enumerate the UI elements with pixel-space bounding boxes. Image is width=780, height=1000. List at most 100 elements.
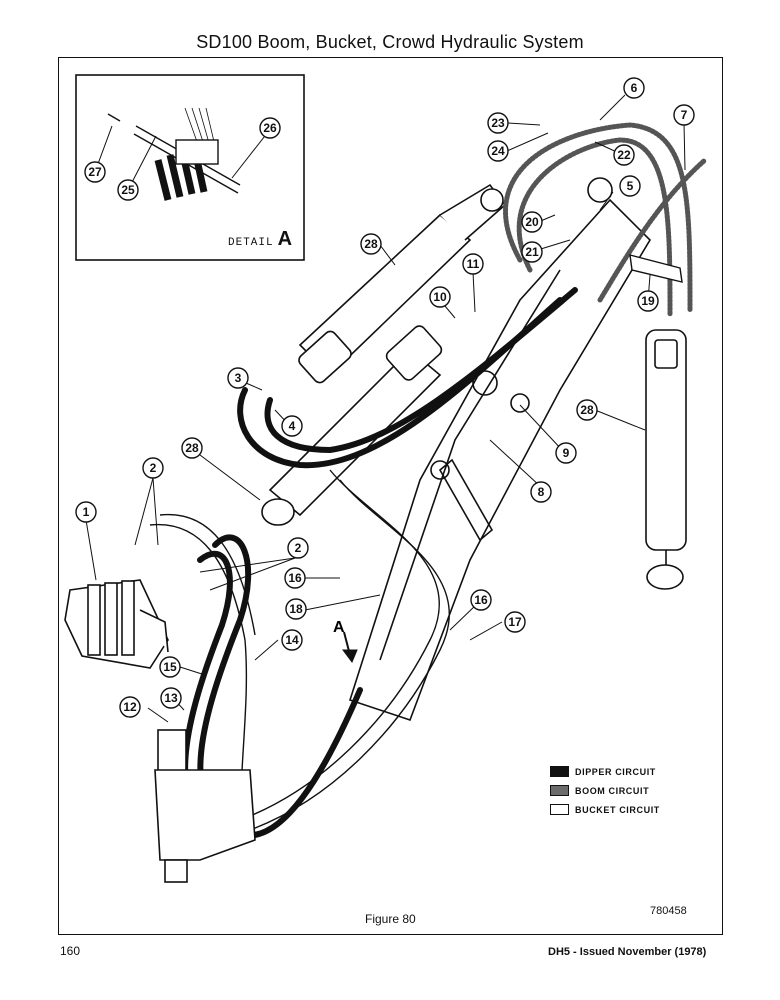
callout-8-label: 8 — [538, 485, 545, 499]
page-title: SD100 Boom, Bucket, Crowd Hydraulic Syst… — [196, 32, 584, 52]
callout-19-label: 19 — [641, 294, 655, 308]
detail-letter: A — [277, 228, 294, 250]
legend-swatch-dipper — [550, 766, 569, 777]
callout-26-label: 26 — [263, 121, 277, 135]
callouts — [75, 77, 695, 718]
callout-6 — [623, 77, 645, 99]
callout-7 — [673, 104, 695, 126]
callout-24 — [487, 140, 509, 162]
detail-word: DETAIL — [228, 237, 274, 249]
callout-27 — [84, 161, 106, 183]
callout-28a — [360, 233, 382, 255]
callout-25-label: 25 — [121, 183, 135, 197]
legend-item-dipper: DIPPER CIRCUIT — [550, 762, 660, 781]
legend-label-dipper: DIPPER CIRCUIT — [575, 766, 656, 777]
leader-lines — [85, 94, 686, 723]
callout-18 — [285, 598, 307, 620]
callout-11 — [462, 253, 484, 275]
callout-17 — [504, 611, 526, 633]
callout-8 — [530, 481, 552, 503]
callout-28c-label: 28 — [580, 403, 594, 417]
callout-13 — [160, 687, 182, 709]
callout-17-label: 17 — [508, 615, 522, 629]
issue-note: DH5 - Issued November (1978) — [548, 946, 707, 958]
callout-20 — [521, 211, 543, 233]
cylinder-right — [645, 329, 687, 590]
swing-post — [154, 729, 256, 883]
bucket-circuit-hoses — [149, 469, 450, 831]
legend-item-boom: BOOM CIRCUIT — [550, 781, 660, 800]
callout-14-label: 14 — [285, 633, 299, 647]
callout-1 — [75, 501, 97, 523]
callout-16a-label: 16 — [288, 571, 302, 585]
callout-12-label: 12 — [123, 700, 137, 714]
callout-15-label: 15 — [163, 660, 177, 674]
callout-24-label: 24 — [491, 144, 505, 158]
legend-label-bucket: BUCKET CIRCUIT — [575, 804, 660, 815]
callout-21-label: 21 — [525, 245, 539, 259]
callout-22-label: 22 — [617, 148, 631, 162]
callout-25 — [117, 179, 139, 201]
callout-18-label: 18 — [289, 602, 303, 616]
callout-20-label: 20 — [525, 215, 539, 229]
callout-7-label: 7 — [681, 108, 688, 122]
callout-19 — [637, 290, 659, 312]
callout-23-label: 23 — [491, 116, 505, 130]
detail-a-clamp-drawing — [107, 107, 241, 201]
callout-4 — [281, 415, 303, 437]
hose-clamp-19 — [629, 254, 683, 283]
callout-26 — [259, 117, 281, 139]
callout-4-label: 4 — [289, 419, 296, 433]
callout-3 — [227, 367, 249, 389]
control-valve — [64, 579, 169, 669]
detail-a-pointer-letter: A — [333, 619, 345, 636]
legend-swatch-bucket — [550, 804, 569, 815]
callout-numbers: 1 2 2 3 4 5 6 7 8 9 10 11 12 13 14 15 16… — [83, 81, 688, 714]
callout-10-label: 10 — [433, 290, 447, 304]
callout-23 — [487, 112, 509, 134]
drawing-number: 780458 — [650, 905, 687, 917]
callout-12 — [119, 696, 141, 718]
callout-9-label: 9 — [563, 446, 570, 460]
callout-9 — [555, 442, 577, 464]
legend-swatch-boom — [550, 785, 569, 796]
cylinder-lower — [261, 325, 443, 526]
page-number: 160 — [60, 944, 81, 958]
callout-11-label: 11 — [467, 257, 480, 271]
callout-22 — [613, 144, 635, 166]
boom-structure — [348, 177, 652, 722]
callout-6-label: 6 — [631, 81, 638, 95]
detail-a-pointer — [342, 631, 358, 663]
callout-5-label: 5 — [627, 179, 634, 193]
callout-14 — [281, 629, 303, 651]
callout-5 — [619, 175, 641, 197]
callout-16b — [470, 589, 492, 611]
callout-16b-label: 16 — [474, 593, 488, 607]
circuit-legend: DIPPER CIRCUIT BOOM CIRCUIT BUCKET CIRCU… — [550, 762, 660, 819]
figure-frame — [58, 57, 723, 935]
callout-13-label: 13 — [164, 691, 178, 705]
callout-28c — [576, 399, 598, 421]
callout-27-label: 27 — [88, 165, 102, 179]
figure-caption: Figure 80 — [365, 912, 416, 926]
callout-16a — [284, 567, 306, 589]
detail-a-box — [75, 74, 305, 261]
callout-28b — [181, 437, 203, 459]
callout-3-label: 3 — [235, 371, 242, 385]
legend-item-bucket: BUCKET CIRCUIT — [550, 800, 660, 819]
boom-circuit-hoses — [503, 122, 708, 318]
callout-2b-label: 2 — [295, 541, 302, 555]
callout-2a — [142, 457, 164, 479]
callout-15 — [159, 656, 181, 678]
callout-21 — [521, 241, 543, 263]
cylinder-upper — [298, 183, 507, 384]
callout-2a-label: 2 — [150, 461, 157, 475]
callout-28b-label: 28 — [185, 441, 199, 455]
callout-1-label: 1 — [83, 505, 90, 519]
callout-28a-label: 28 — [364, 237, 378, 251]
callout-10 — [429, 286, 451, 308]
callout-2b — [287, 537, 309, 559]
legend-label-boom: BOOM CIRCUIT — [575, 785, 650, 796]
